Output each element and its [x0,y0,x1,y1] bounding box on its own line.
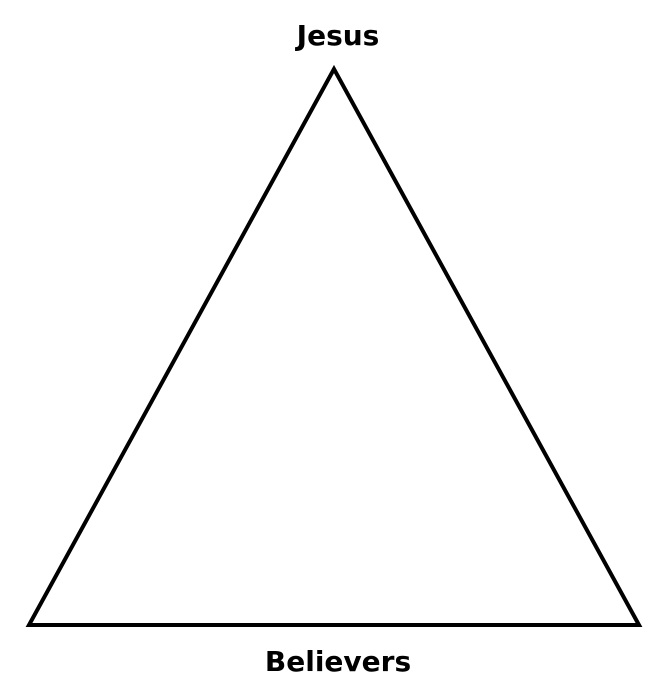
bottom-edge-label: Believers [264,645,412,678]
triangle-shape [25,64,643,627]
top-vertex-label: Jesus [296,19,380,52]
